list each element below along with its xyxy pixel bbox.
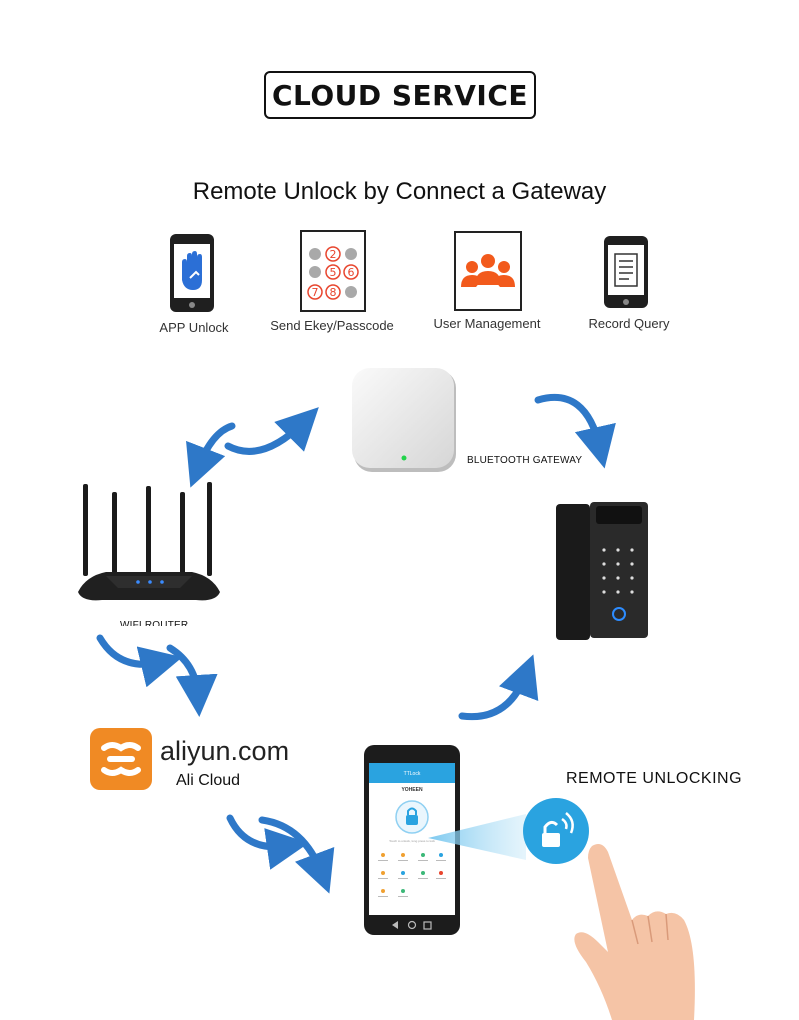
arrow-phone-to-lock <box>458 654 539 721</box>
app-name: TTLock <box>403 771 421 777</box>
page-title: CLOUD SERVICE <box>271 78 529 112</box>
title-box: CLOUD SERVICE <box>264 71 536 119</box>
app-menu-grid <box>375 849 449 905</box>
feature-label-record-query: Record Query <box>588 316 670 331</box>
arrow-cloud-to-router <box>96 634 183 688</box>
smart-door-lock-device <box>556 502 648 640</box>
feature-label-send-ekey: Send Ekey/Passcode <box>270 318 394 333</box>
keypad-icon: 2 5 6 7 8 <box>300 230 366 312</box>
subtitle: Remote Unlock by Connect a Gateway <box>192 178 607 205</box>
feature-label-user-management: User Management <box>433 316 541 331</box>
gateway-label: BLUETOOTH GATEWAY <box>467 455 583 466</box>
phone-nav-buttons <box>392 920 432 930</box>
key-2: 2 <box>330 248 337 261</box>
aliyun-brand: aliyun.com <box>160 736 290 766</box>
router-label: WIFI ROUTER <box>120 620 189 626</box>
unlock-button-icon[interactable] <box>394 799 430 835</box>
phone-hand-icon <box>170 234 214 312</box>
arrow-gateway-to-lock <box>534 393 616 469</box>
arrow-router-to-gateway <box>224 407 319 455</box>
wifi-router-device <box>78 482 220 601</box>
users-icon <box>454 231 522 311</box>
remote-unlock-button-icon[interactable] <box>520 795 592 867</box>
remote-unlocking-label: REMOTE UNLOCKING <box>566 770 743 787</box>
key-8: 8 <box>330 286 337 299</box>
unlock-hint: Touch to unlock, long press to lock <box>389 839 435 843</box>
key-6: 6 <box>348 266 355 279</box>
app-header: TTLock <box>369 763 455 783</box>
signal-beam <box>428 814 526 860</box>
key-5: 5 <box>330 266 337 279</box>
phone-document-icon <box>604 236 648 308</box>
key-7: 7 <box>312 286 319 299</box>
bluetooth-gateway-device <box>352 368 456 472</box>
arrow-cloud-to-phone <box>258 816 335 894</box>
hand-pointing-icon <box>574 844 695 1020</box>
feature-label-app-unlock: APP Unlock <box>159 320 229 335</box>
aliyun-logo-icon <box>90 728 152 790</box>
smartphone: TTLock YOHEEN Touch to unlock, long pres… <box>364 745 460 935</box>
ali-cloud-label: Ali Cloud <box>176 772 241 789</box>
arrow-router-to-cloud <box>166 644 218 717</box>
arrow-phone-to-cloud <box>226 814 309 870</box>
arrow-gateway-to-router <box>186 422 236 488</box>
lock-name: YOHEEN <box>401 787 423 793</box>
